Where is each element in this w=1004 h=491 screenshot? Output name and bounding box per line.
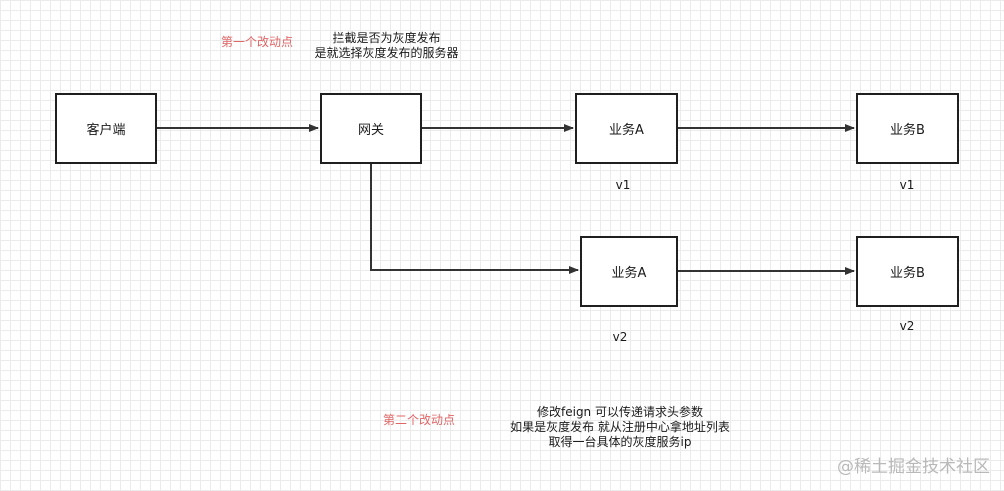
node-service-b-v1: 业务B [856, 93, 959, 164]
node-service-a-v1-label: 业务A [609, 123, 644, 138]
second-change-line-3: 取得一台具体的灰度服务ip [548, 435, 692, 449]
second-change-line-2: 如果是灰度发布 就从注册中心拿地址列表 [510, 420, 730, 434]
first-change-line-2: 是就选择灰度发布的服务器 [314, 46, 459, 60]
node-service-b-v2: 业务B [856, 236, 959, 307]
node-service-b-v2-label: 业务B [890, 266, 925, 281]
node-client-label: 客户端 [86, 123, 126, 138]
node-service-b-v1-label: 业务B [890, 123, 925, 138]
node-service-a-v2-label: 业务A [611, 266, 647, 281]
edge-gateway-to-service-a-v2 [370, 164, 579, 274]
second-change-line-1: 修改feign 可以传递请求头参数 [537, 405, 703, 419]
node-service-a-v1: 业务A [575, 93, 678, 164]
first-change-description: 拦截是否为灰度发布 是就选择灰度发布的服务器 [304, 31, 469, 61]
watermark-text: @稀土掘金技术社区 [837, 457, 990, 477]
node-client: 客户端 [55, 93, 157, 164]
first-change-point-label: 第一个改动点 [221, 35, 294, 49]
second-change-point-label: 第二个改动点 [383, 413, 456, 427]
node-service-a-v2: 业务A [580, 236, 678, 307]
node-gateway-label: 网关 [357, 123, 384, 138]
first-change-line-1: 拦截是否为灰度发布 [332, 31, 441, 45]
node-gateway: 网关 [320, 93, 422, 164]
version-label-a-v1: v1 [615, 178, 631, 192]
second-change-description: 修改feign 可以传递请求头参数 如果是灰度发布 就从注册中心拿地址列表 取得… [490, 405, 750, 450]
version-label-a-v2: v2 [612, 330, 628, 344]
version-label-b-v1: v1 [899, 178, 915, 192]
version-label-b-v2: v2 [899, 319, 915, 333]
